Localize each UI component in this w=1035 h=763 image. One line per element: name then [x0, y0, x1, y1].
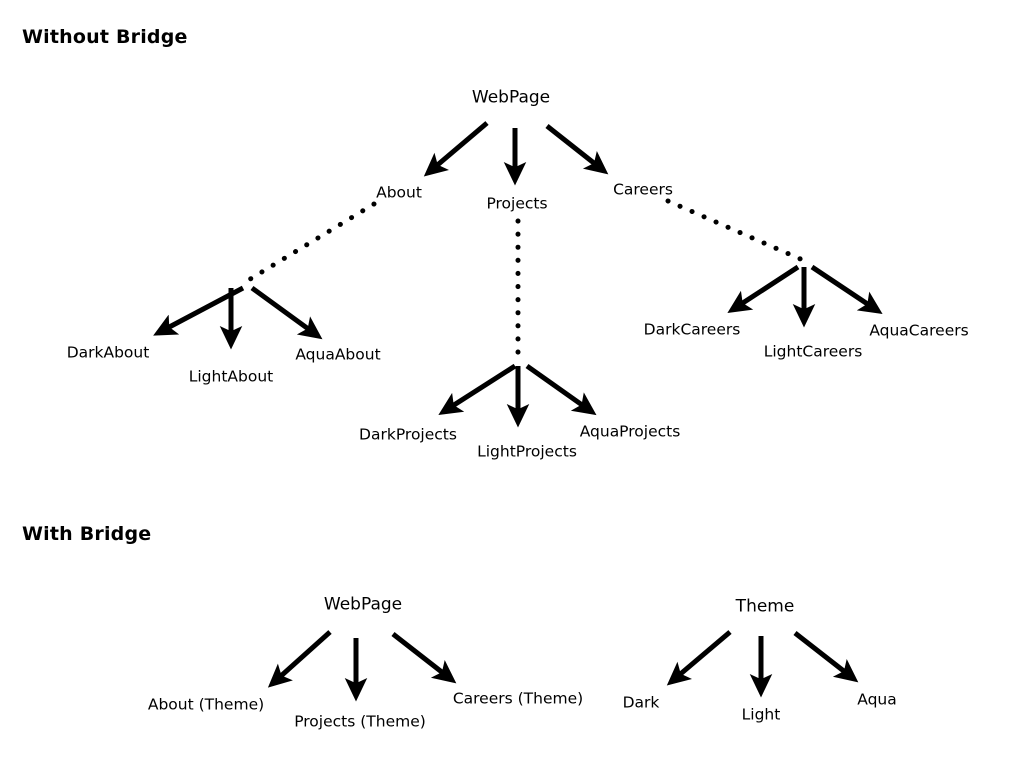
node-darkcareers: DarkCareers: [643, 320, 741, 339]
node-about: About: [376, 183, 422, 202]
edge-projects-aquaprojects: [525, 363, 597, 416]
edge-projects-darkprojects: [438, 363, 517, 415]
node-lightprojects: LightProjects: [477, 442, 577, 461]
node-about-theme: About (Theme): [147, 695, 265, 714]
node-webpage-top: WebPage: [471, 87, 551, 108]
edge-bridge-webpage-about: [267, 630, 332, 688]
section-title-without-bridge: Without Bridge: [22, 26, 188, 48]
edge-bridge-theme-dark: [666, 630, 732, 686]
node-dark: Dark: [622, 693, 660, 712]
edges-about-variants: [153, 285, 323, 350]
node-projects-theme: Projects (Theme): [294, 712, 426, 731]
node-careers: Careers: [613, 180, 673, 199]
node-bridge-webpage: WebPage: [323, 594, 403, 615]
dotted-careers-to-junction: [665, 198, 808, 264]
edges-projects-variants: [438, 363, 597, 428]
edge-careers-darkcareers: [727, 264, 800, 314]
node-aquacareers: AquaCareers: [869, 321, 969, 340]
edges-careers-variants: [727, 264, 883, 328]
edge-about-darkabout: [153, 285, 245, 336]
section-title-with-bridge: With Bridge: [22, 523, 152, 545]
node-lightcareers: LightCareers: [763, 342, 863, 361]
node-lightabout: LightAbout: [188, 367, 274, 386]
node-darkprojects: DarkProjects: [359, 425, 457, 444]
edges-bridge-theme: [666, 630, 859, 698]
node-darkabout: DarkAbout: [66, 343, 150, 362]
edge-bridge-webpage-careers: [391, 632, 457, 684]
node-aquaprojects: AquaProjects: [579, 422, 681, 441]
edges-bridge-webpage: [267, 630, 457, 702]
edges-webpage-top: [423, 121, 609, 186]
edge-about-aquaabout: [250, 285, 323, 340]
node-light: Light: [741, 705, 781, 724]
edge-webpage-careers: [545, 124, 609, 175]
edge-webpage-about: [423, 121, 489, 177]
node-theme: Theme: [735, 596, 795, 617]
node-aqua: Aqua: [857, 690, 897, 709]
edge-bridge-theme-aqua: [793, 631, 859, 683]
node-aquaabout: AquaAbout: [295, 345, 381, 364]
node-projects: Projects: [486, 194, 548, 213]
node-careers-theme: Careers (Theme): [452, 689, 584, 708]
edge-careers-aquacareers: [810, 264, 883, 315]
dotted-about-to-junction: [244, 201, 377, 284]
